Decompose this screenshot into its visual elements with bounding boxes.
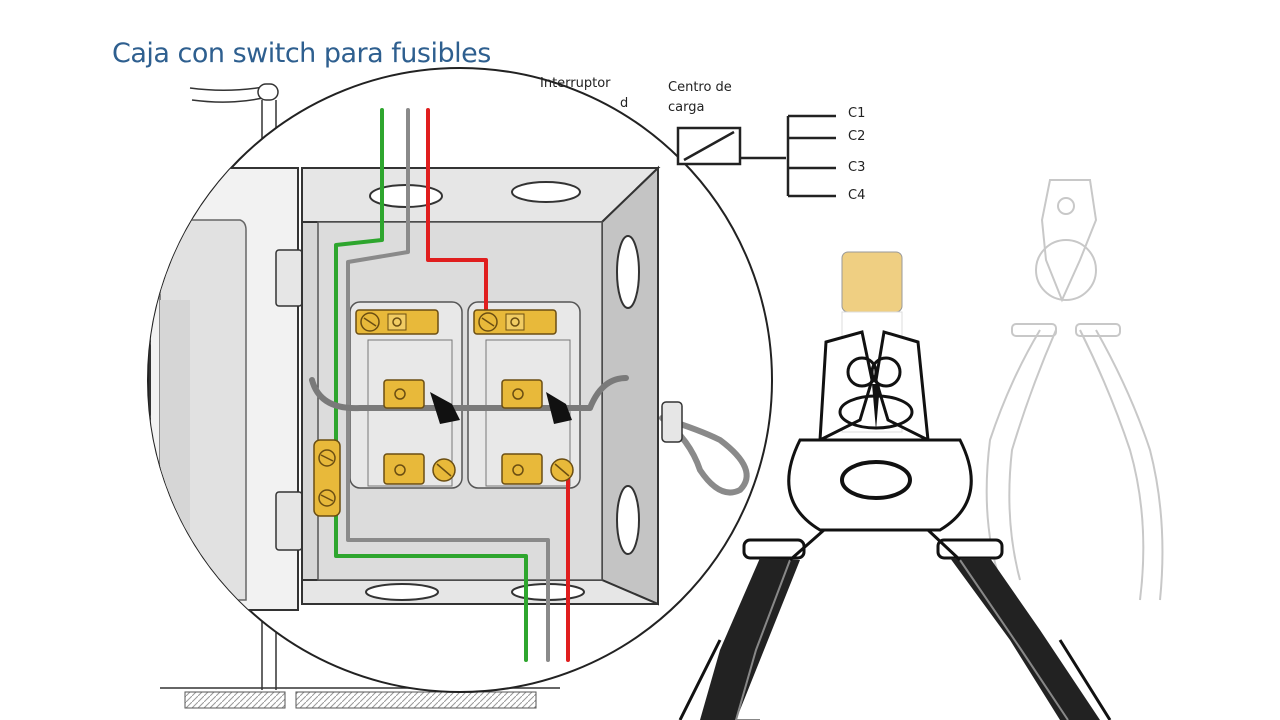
label-interruptor: Interruptor d [540, 74, 628, 114]
label-interruptor-line1: Interruptor [540, 76, 611, 91]
circuit-label-c2: C2 [848, 129, 866, 144]
load-center-icon [676, 114, 836, 198]
circuit-label-c1: C1 [848, 106, 866, 121]
page-title: Caja con switch para fusibles [112, 38, 491, 69]
wires [309, 108, 750, 662]
ground-line [160, 687, 560, 709]
label-centro-line2: carga [668, 100, 705, 115]
label-centro-de-carga: Centro de carga [668, 78, 732, 118]
pliers-icon [678, 251, 1112, 720]
circuit-label-c3: C3 [848, 160, 866, 175]
label-centro-line1: Centro de [668, 80, 732, 95]
terminals [313, 309, 574, 517]
fuse-box [149, 108, 750, 662]
label-interruptor-line2: d [620, 96, 629, 111]
circuit-label-c4: C4 [848, 188, 866, 203]
pliers-faded-icon [985, 179, 1164, 601]
